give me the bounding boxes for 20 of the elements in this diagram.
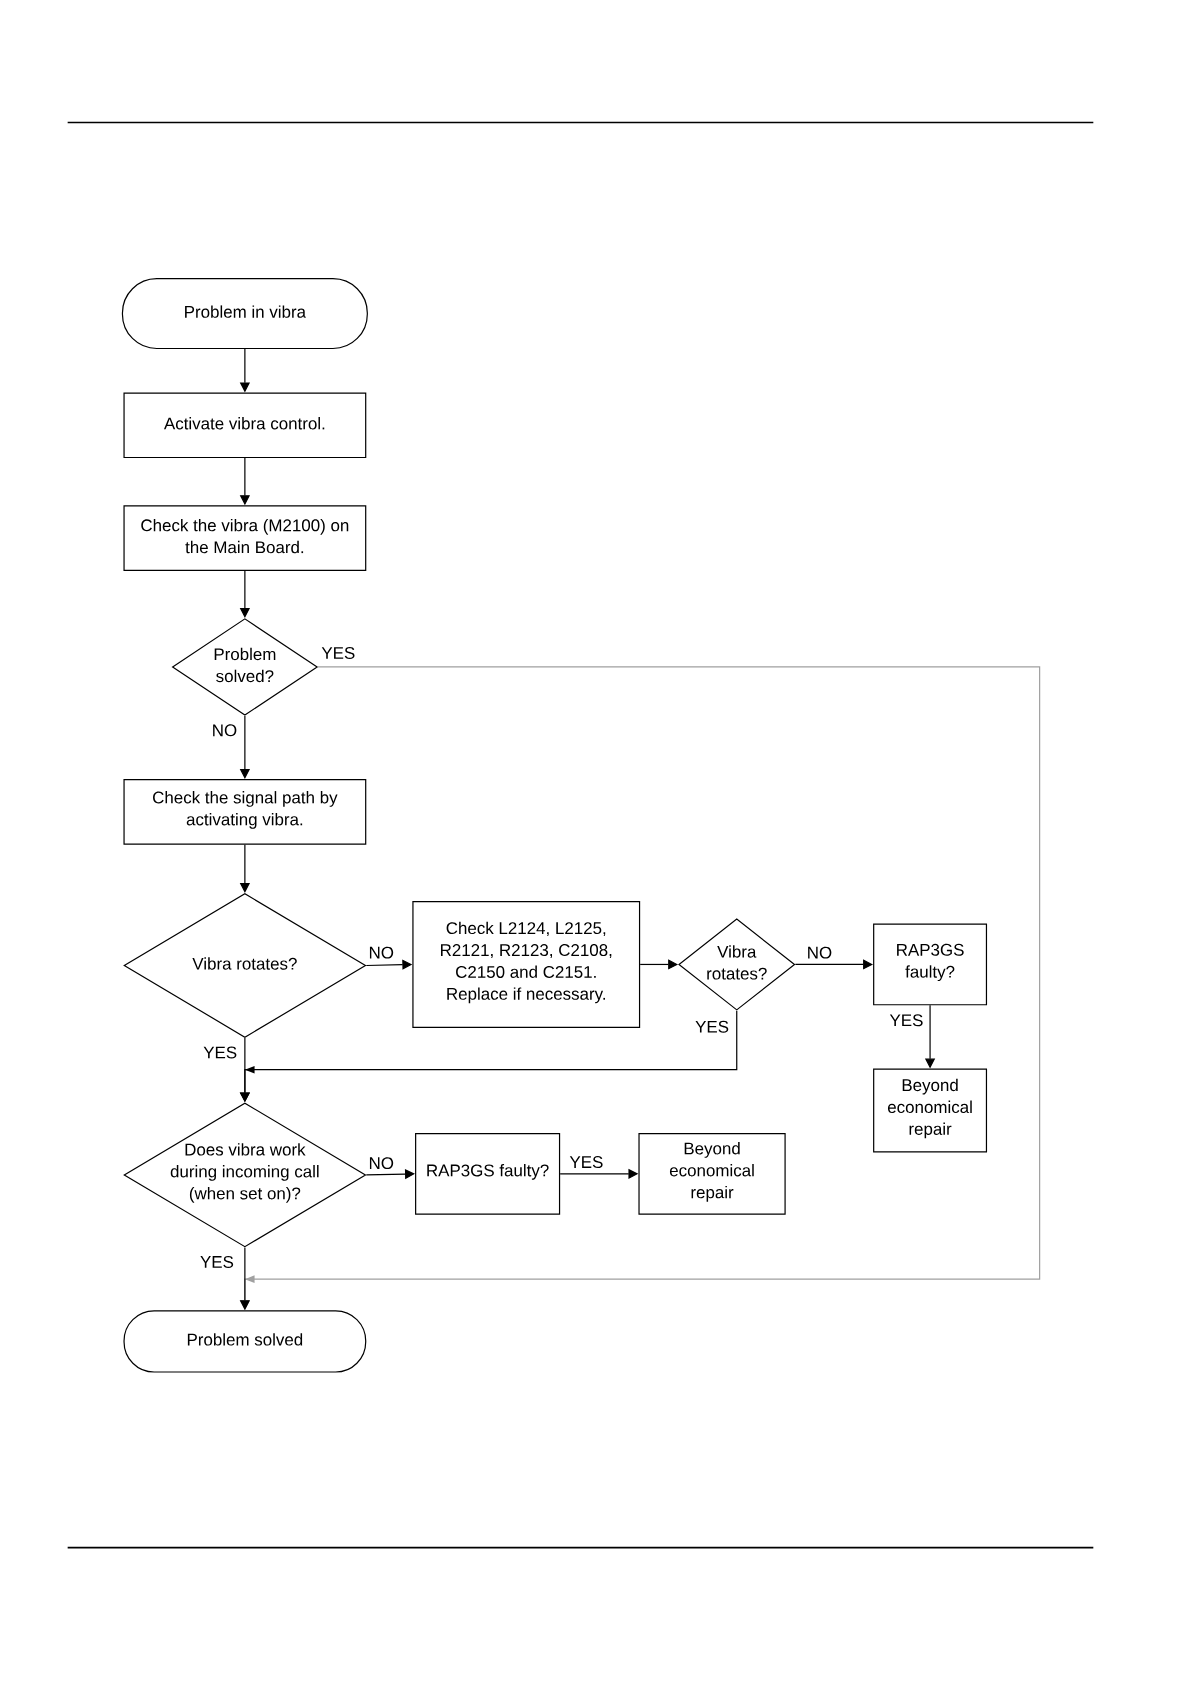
- edge-label: YES: [198, 1253, 236, 1270]
- edge-label: YES: [201, 1044, 240, 1061]
- terminal-box: Problem solved: [123, 1310, 367, 1373]
- process-box: Check the signal path by activating vibra.: [123, 779, 367, 845]
- edge-label: NO: [209, 722, 240, 739]
- edge-label: NO: [366, 1155, 396, 1172]
- process-box: RAP3GS faulty?: [415, 1133, 561, 1215]
- edge-label: NO: [366, 944, 396, 961]
- process-box: Beyond economical repair: [638, 1133, 786, 1215]
- process-box: Check L2124, L2125, R2121, R2123, C2108, C2150 and C2151. Replace if necessary.: [412, 901, 641, 1028]
- process-box: Check the vibra (M2100) on the Main Board.: [123, 505, 367, 571]
- process-box: Activate vibra control.: [123, 392, 367, 459]
- edge-label: YES: [567, 1154, 606, 1171]
- edge-label: YES: [693, 1018, 731, 1035]
- process-box: RAP3GS faulty?: [873, 923, 988, 1006]
- terminal-box: Problem in vibra: [121, 278, 368, 350]
- edge-label: NO: [804, 944, 835, 961]
- process-box: Beyond economical repair: [873, 1068, 988, 1153]
- edge-label: YES: [319, 645, 358, 661]
- edge-label: YES: [887, 1012, 926, 1029]
